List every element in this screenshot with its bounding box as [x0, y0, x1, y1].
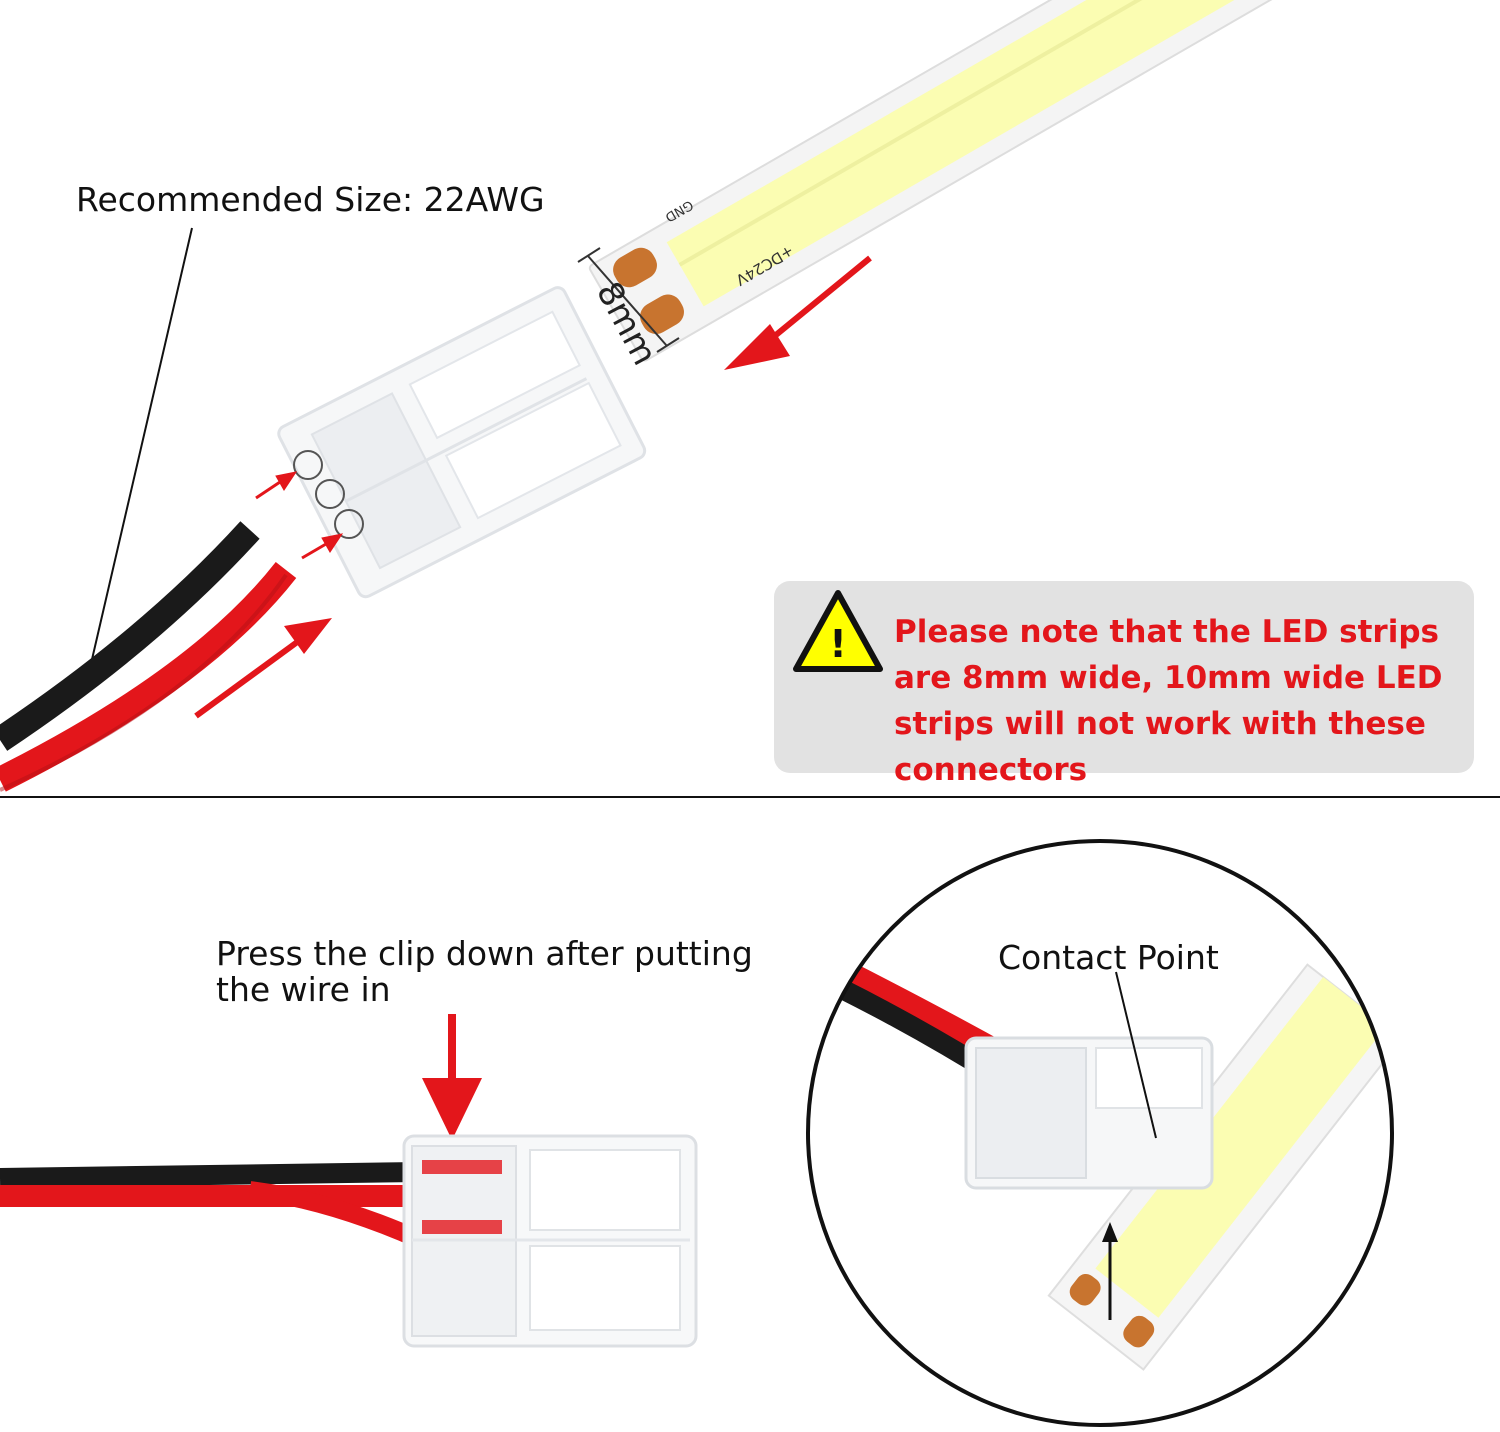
press-clip-line-2: the wire in [216, 970, 391, 1009]
warning-icon: ! [793, 590, 883, 672]
top-illustration: GND +DC24V 8mm [0, 0, 1354, 792]
contact-point-label: Contact Point [998, 938, 1219, 977]
contact-pointer-line [1115, 971, 1157, 1139]
connector-detail [964, 1036, 1214, 1190]
small-arrows [255, 471, 344, 560]
press-clip-line-1: Press the clip down after putting [216, 934, 753, 973]
detail-vcc-pad [1123, 1315, 1155, 1348]
contact-detail [806, 839, 1394, 1427]
vcc-pad [640, 294, 684, 334]
press-down-arrow [422, 1014, 482, 1140]
clip-illustration [0, 1014, 698, 1348]
detail-circle-outline [806, 839, 1394, 1427]
section-divider [0, 796, 1500, 798]
connector-top [277, 286, 647, 599]
wire-hole-1 [293, 450, 323, 480]
wire-hole-2 [315, 479, 345, 509]
wire-hole-3 [334, 509, 364, 539]
width-dimension [577, 247, 680, 353]
gnd-pad [613, 247, 657, 288]
size-pointer-line [89, 227, 193, 669]
led-strip [588, 0, 1354, 362]
warning-note-text: Please note that the LED strips are 8mm … [894, 614, 1443, 788]
detail-gnd-pad [1069, 1273, 1101, 1306]
insert-strip-arrow [724, 255, 872, 370]
insert-wire-arrow [194, 618, 332, 719]
connector-bottom [402, 1134, 698, 1348]
svg-text:!: ! [829, 622, 846, 666]
black-wire [0, 1162, 421, 1188]
warning-note-box: ! Please note that the LED strips are 8m… [774, 581, 1474, 788]
recommended-size-label: Recommended Size: 22AWG [76, 180, 545, 219]
up-arrow [1102, 1222, 1118, 1320]
wire-pair-top [0, 521, 297, 792]
press-clip-label: Press the clip down after putting the wi… [216, 936, 753, 1008]
